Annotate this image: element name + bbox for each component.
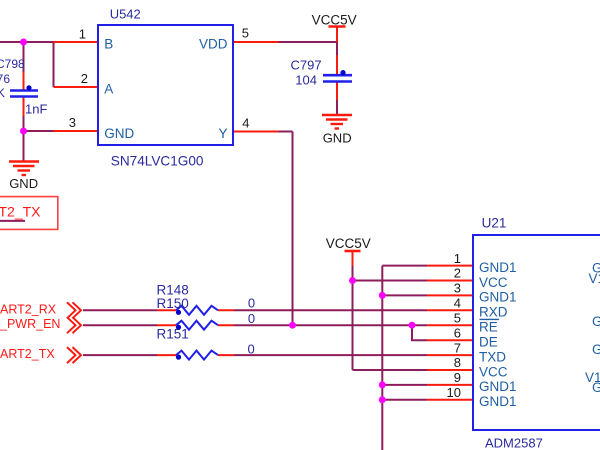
svg-text:U542: U542: [110, 6, 141, 21]
svg-text:2: 2: [81, 71, 88, 86]
svg-text:GND1: GND1: [479, 290, 517, 305]
svg-text:GND2: GND2: [592, 261, 600, 276]
svg-text:7: 7: [454, 340, 461, 355]
svg-text:UART2_TX: UART2_TX: [0, 347, 55, 361]
svg-text:C797: C797: [291, 58, 322, 73]
svg-text:RE: RE: [479, 320, 498, 335]
svg-text:G: G: [592, 342, 600, 357]
svg-text:ADM2587: ADM2587: [485, 435, 543, 450]
svg-text:G: G: [592, 314, 600, 329]
svg-text:176: 176: [0, 72, 10, 86]
svg-text:GND1: GND1: [479, 394, 517, 409]
svg-text:V1so: V1so: [585, 370, 600, 385]
svg-text:8: 8: [454, 355, 461, 370]
svg-text:6: 6: [454, 325, 461, 340]
svg-text:TXD: TXD: [479, 349, 506, 364]
svg-text:GND: GND: [104, 126, 134, 141]
svg-text:G: G: [592, 380, 600, 395]
svg-text:Y: Y: [218, 126, 227, 141]
svg-text:A: A: [104, 82, 113, 97]
svg-text:K: K: [0, 86, 5, 100]
svg-text:U21: U21: [482, 215, 507, 230]
svg-text:3: 3: [69, 115, 76, 130]
svg-text:1nF: 1nF: [25, 102, 47, 117]
svg-text:5: 5: [454, 310, 461, 325]
svg-text:B: B: [104, 37, 113, 52]
svg-text:GND: GND: [323, 131, 352, 146]
svg-text:2: 2: [454, 266, 461, 281]
svg-text:GND1: GND1: [479, 379, 517, 394]
svg-text:C798: C798: [0, 57, 25, 71]
svg-text:3: 3: [454, 281, 461, 296]
svg-text:5: 5: [242, 25, 249, 40]
svg-text:SN74LVC1G00: SN74LVC1G00: [111, 153, 204, 168]
svg-text:GND1: GND1: [479, 260, 517, 275]
svg-text:VCC: VCC: [479, 364, 508, 379]
svg-text:0: 0: [248, 342, 255, 357]
svg-text:DE: DE: [479, 335, 498, 350]
svg-text:R150: R150: [157, 296, 189, 311]
svg-text:1: 1: [454, 251, 461, 266]
svg-text:VCC5V: VCC5V: [312, 13, 357, 28]
svg-text:UART2_TX: UART2_TX: [0, 204, 41, 220]
svg-text:RXD: RXD: [479, 305, 508, 320]
svg-text:10: 10: [447, 385, 461, 400]
svg-text:1: 1: [79, 26, 86, 41]
svg-text:V1so: V1so: [589, 271, 600, 286]
svg-text:9: 9: [454, 370, 461, 385]
svg-text:VCC: VCC: [479, 275, 508, 290]
svg-text:_PWR_EN: _PWR_EN: [0, 317, 60, 331]
svg-text:VCC5V: VCC5V: [326, 236, 371, 251]
svg-text:4: 4: [454, 296, 461, 311]
svg-text:VDD: VDD: [199, 37, 228, 52]
svg-text:R148: R148: [157, 283, 189, 298]
svg-text:0: 0: [248, 311, 255, 326]
svg-text:GND: GND: [9, 176, 38, 191]
svg-text:4: 4: [242, 115, 249, 130]
svg-text:0: 0: [248, 296, 255, 311]
svg-text:R151: R151: [157, 327, 189, 342]
svg-text:UART2_RX: UART2_RX: [0, 303, 57, 317]
svg-text:104: 104: [295, 73, 317, 88]
